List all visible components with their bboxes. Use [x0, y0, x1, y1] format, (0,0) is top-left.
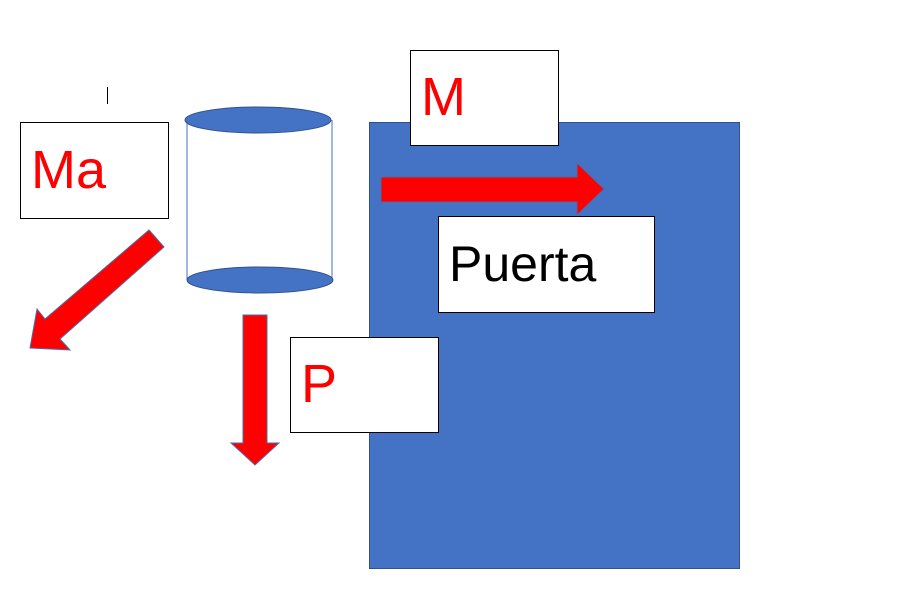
label-puerta: Puerta — [449, 235, 597, 292]
arrow-right — [380, 161, 605, 217]
text-cursor-mark — [107, 87, 108, 104]
label-ma: Ma — [31, 139, 107, 200]
label-box-puerta: Puerta — [438, 216, 655, 313]
cylinder-bottom-ellipse — [186, 266, 334, 294]
label-box-m: M — [410, 50, 559, 146]
label-box-p: P — [290, 337, 439, 433]
label-p: P — [301, 353, 338, 414]
arrow-down-left — [29, 229, 165, 351]
label-box-ma: Ma — [20, 122, 169, 219]
label-m: M — [421, 66, 466, 127]
cylinder-body — [184, 106, 334, 294]
cylinder-top-ellipse — [184, 106, 332, 134]
arrow-down — [229, 314, 281, 466]
